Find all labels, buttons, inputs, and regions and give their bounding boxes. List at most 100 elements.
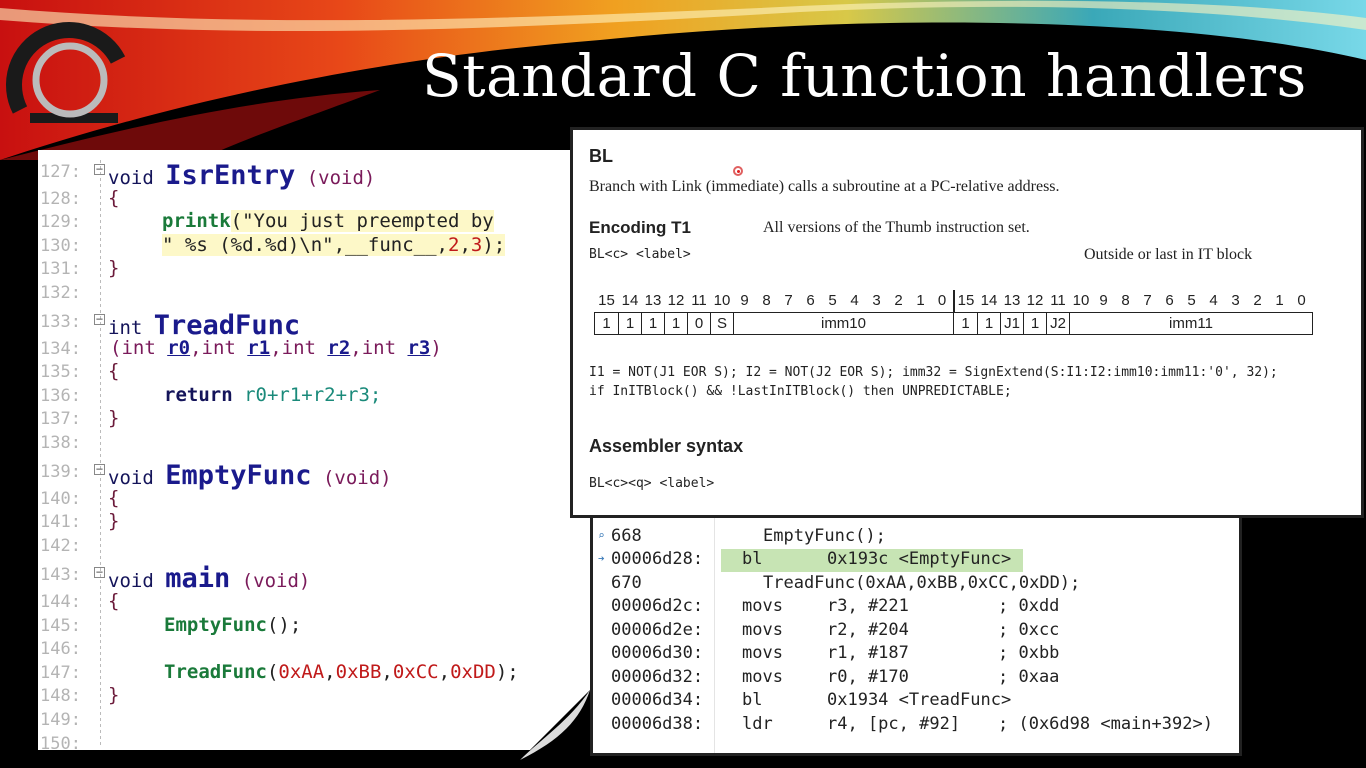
disasm-source-line[interactable]: 670 TreadFunc(0xAA,0xBB,0xCC,0xDD); (593, 573, 1239, 596)
number: 0xCC (392, 661, 439, 683)
line-number: 139: (40, 462, 81, 482)
slide-title: Standard C function handlers (422, 42, 1307, 110)
bit-number: 0 (937, 292, 947, 310)
line-number: 144: (40, 592, 81, 612)
operands: r0, #170 (827, 667, 909, 687)
bit-number: 5 (1187, 292, 1196, 310)
line-number: 128: (40, 189, 81, 209)
current-pc-arrow-icon: ➔ (598, 552, 605, 565)
instruction-address: 00006d38: (611, 714, 704, 734)
brace: } (108, 407, 120, 429)
punctuation: ( (266, 661, 279, 683)
mnemonic: bl (742, 549, 763, 569)
disasm-instruction-row[interactable]: 00006d32: movs r0, #170 ; 0xaa (593, 667, 1239, 690)
encoding-field: S (710, 311, 734, 335)
instruction-address: 00006d32: (611, 667, 704, 687)
bit-number: 3 (872, 292, 881, 310)
column-divider (714, 518, 715, 753)
disasm-source-line[interactable]: ⌕ 668 EmptyFunc(); (593, 526, 1239, 549)
instruction-description: Branch with Link (immediate) calls a sub… (589, 178, 1060, 195)
function-name: IsrEntry (165, 160, 296, 191)
keyword: void (108, 570, 154, 592)
fold-toggle-icon[interactable]: − (94, 565, 105, 579)
line-number: 134: (40, 339, 81, 359)
punctuation: (); (266, 614, 302, 636)
instruction-address: 00006d28: (611, 549, 704, 569)
operands: 0x193c <EmptyFunc> (827, 549, 1012, 569)
comment: ; (0x6d98 <main+392>) (998, 714, 1213, 734)
assembler-syntax-line: BL<c><q> <label> (589, 476, 715, 491)
code-line: 138: (38, 431, 598, 455)
source-line-number: 670 (611, 573, 642, 593)
line-number: 137: (40, 409, 81, 429)
string-literal: " %s (%d.%d)\n" (162, 234, 334, 256)
bit-number: 10 (713, 292, 731, 310)
punctuation: ); (495, 661, 519, 683)
comma: , (324, 661, 336, 683)
params: (void) (322, 467, 392, 489)
code-line: 133: − int TreadFunc (38, 310, 598, 341)
code-line: 149: (38, 708, 598, 732)
expression: r0+r1+r2+r3; (244, 384, 382, 406)
disasm-instruction-row[interactable]: 00006d38: ldr r4, [pc, #92] ; (0x6d98 <m… (593, 714, 1239, 737)
encoding-field: 1 (664, 311, 688, 335)
code-line: 141: } (38, 510, 598, 534)
comment: ; 0xcc (998, 620, 1060, 640)
bit-number: 14 (621, 292, 639, 310)
pseudocode-line: if InITBlock() && !LastInITBlock() then … (589, 384, 1012, 399)
line-number: 130: (40, 236, 81, 256)
disasm-instruction-row[interactable]: 00006d30: movs r1, #187 ; 0xbb (593, 643, 1239, 666)
macro: ,__func__, (333, 234, 448, 256)
function-name: EmptyFunc (165, 460, 312, 491)
params: (int (110, 337, 168, 359)
source-text: EmptyFunc(); (763, 526, 886, 546)
code-line: 137: } (38, 407, 598, 431)
bit-number: 13 (1003, 292, 1021, 310)
code-line: 146: (38, 637, 598, 661)
bit-number: 11 (691, 292, 707, 310)
params: ,int (270, 337, 328, 359)
function-name: TreadFunc (153, 310, 301, 341)
code-line: 128: { (38, 187, 598, 211)
line-number: 138: (40, 433, 81, 453)
fold-toggle-icon[interactable]: − (94, 462, 105, 476)
code-line: 145: EmptyFunc(); (38, 614, 598, 638)
function-name: main (165, 563, 231, 594)
disasm-instruction-row[interactable]: 00006d34: bl 0x1934 <TreadFunc> (593, 690, 1239, 713)
line-number: 129: (40, 212, 81, 232)
param-name: r1 (247, 337, 271, 359)
bit-number: 12 (667, 292, 685, 310)
encoding-field: 1 (1023, 311, 1047, 335)
disasm-instruction-row[interactable]: 00006d2c: movs r3, #221 ; 0xdd (593, 596, 1239, 619)
line-number: 141: (40, 512, 81, 532)
bit-number: 2 (894, 292, 903, 310)
code-line: 144: { (38, 590, 598, 614)
bit-number: 9 (740, 292, 749, 310)
code-line: 148: } (38, 684, 598, 708)
operands: r1, #187 (827, 643, 909, 663)
bit-number: 9 (1099, 292, 1108, 310)
encoding-field: imm10 (733, 311, 954, 335)
current-line-highlight (721, 549, 1023, 572)
bit-number: 4 (850, 292, 859, 310)
fold-toggle-icon[interactable]: − (94, 312, 105, 326)
keyword: void (108, 167, 154, 189)
params: (void) (241, 570, 311, 592)
disasm-instruction-row[interactable]: 00006d2e: movs r2, #204 ; 0xcc (593, 620, 1239, 643)
code-line: 150: (38, 732, 598, 750)
it-block-note: Outside or last in IT block (1084, 246, 1253, 263)
comment: ; 0xaa (998, 667, 1060, 687)
disasm-instruction-row[interactable]: ➔ 00006d28: bl 0x193c <EmptyFunc> (593, 549, 1239, 572)
params: ,int (350, 337, 408, 359)
code-line: 147: TreadFunc(0xAA,0xBB,0xCC,0xDD); (38, 661, 598, 685)
param-name: r0 (167, 337, 191, 359)
bit-number: 8 (762, 292, 771, 310)
bit-number: 2 (1253, 292, 1262, 310)
params: ,int (190, 337, 248, 359)
encoding-field: J1 (1000, 311, 1024, 335)
param-name: r2 (327, 337, 351, 359)
fold-toggle-icon[interactable]: − (94, 162, 105, 176)
encoding-field: 1 (618, 311, 642, 335)
line-number: 142: (40, 536, 81, 556)
pseudocode-line: I1 = NOT(J1 EOR S); I2 = NOT(J2 EOR S); … (589, 365, 1278, 380)
